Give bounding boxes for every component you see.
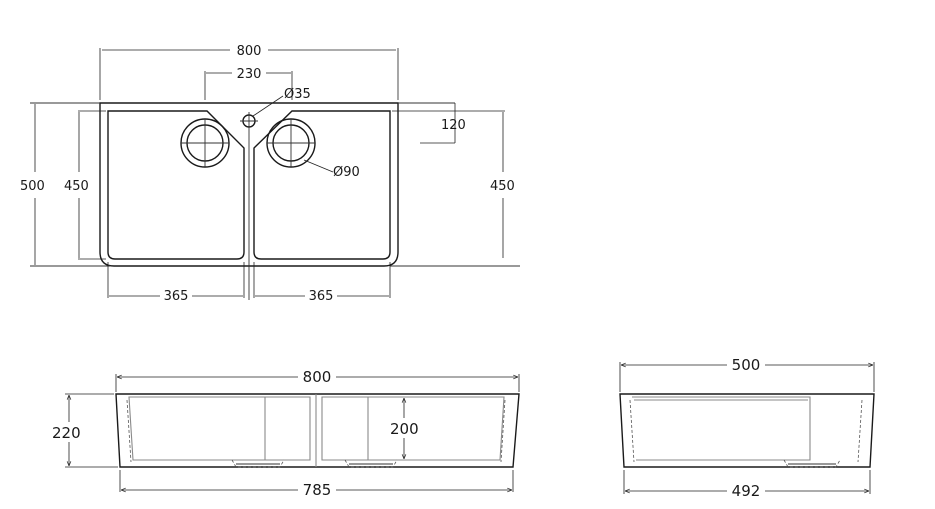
front-view: 800 220 200 785 <box>52 368 520 499</box>
dim-rear-depth-label: 120 <box>441 118 466 133</box>
left-waste-hole <box>180 118 230 168</box>
dim-overall-depth: 500 <box>20 104 45 265</box>
side-outline <box>619 393 875 468</box>
dim-bowl-height-label: 200 <box>390 420 419 438</box>
dim-front-height-label: 220 <box>52 424 81 442</box>
sink-outline <box>30 102 520 267</box>
dim-tap-hole-label: Ø35 <box>284 87 311 102</box>
dim-rear-depth: 120 <box>420 103 466 144</box>
dim-overall-depth-label: 500 <box>20 179 45 194</box>
dim-top-width: 800 <box>99 44 399 100</box>
tap-hole <box>240 112 258 130</box>
dim-top-width-label: 800 <box>237 44 262 59</box>
dim-side-base-label: 492 <box>732 482 761 500</box>
dim-waste-hole: Ø90 <box>303 159 360 180</box>
dim-side-depth: 500 <box>619 356 875 392</box>
left-bowl <box>107 110 245 260</box>
dim-waste-hole-label: Ø90 <box>333 165 360 180</box>
right-waste-hole <box>266 118 316 168</box>
dim-front-width-label: 800 <box>303 368 332 386</box>
dim-bowl-depth-left: 450 <box>64 110 106 260</box>
dim-bowl-depth-right-label: 450 <box>490 179 515 194</box>
dim-side-base: 492 <box>623 470 871 500</box>
dim-front-height: 220 <box>52 393 118 468</box>
dim-bowl-width-right-label: 365 <box>309 289 334 304</box>
dim-bowl-width-left: 365 <box>107 262 245 304</box>
front-outline <box>115 393 520 468</box>
dim-bowl-depth-left-label: 450 <box>64 179 89 194</box>
dim-front-base: 785 <box>119 470 514 499</box>
dim-front-base-label: 785 <box>303 481 332 499</box>
dim-tap-spacing: 230 <box>204 67 293 100</box>
dim-tap-hole: Ø35 <box>252 87 311 117</box>
dim-tap-spacing-label: 230 <box>237 67 262 82</box>
dim-bowl-width-right: 365 <box>253 262 391 304</box>
right-bowl <box>253 110 391 260</box>
dim-bowl-depth-right: 450 <box>392 110 515 258</box>
top-view: 800 230 Ø35 120 500 <box>20 44 520 304</box>
side-view: 500 492 <box>619 356 875 500</box>
dim-bowl-width-left-label: 365 <box>164 289 189 304</box>
dim-side-depth-label: 500 <box>732 356 761 374</box>
dim-front-width: 800 <box>115 368 520 392</box>
dim-bowl-height: 200 <box>390 398 419 459</box>
